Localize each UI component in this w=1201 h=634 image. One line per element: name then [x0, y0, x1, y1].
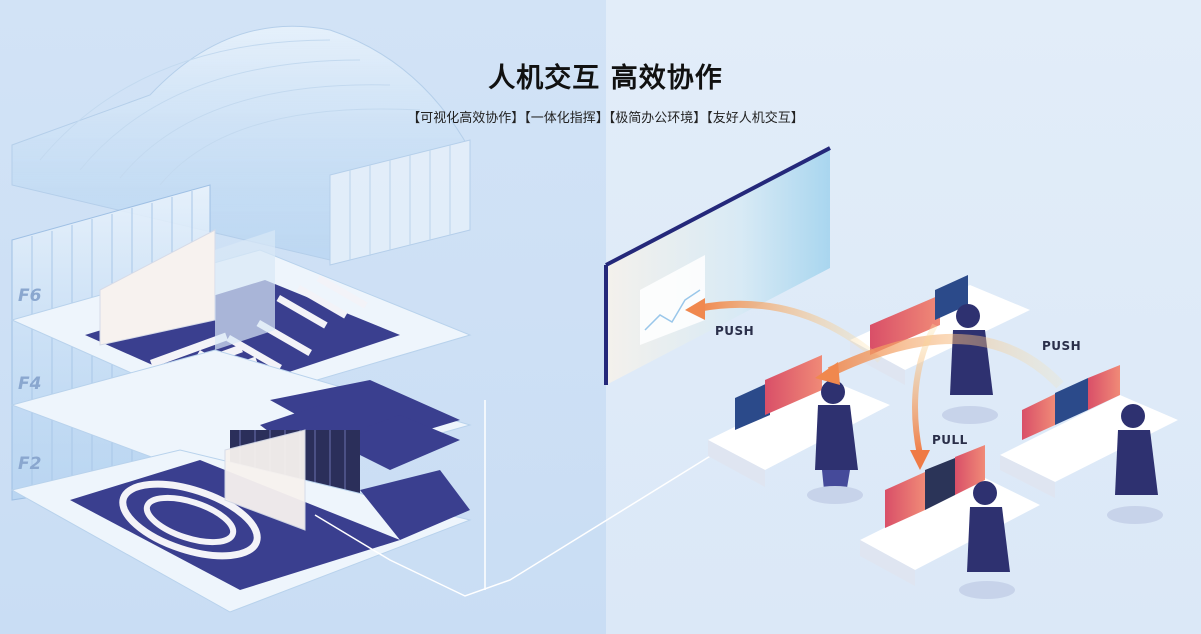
desk-bottom-center	[860, 445, 1040, 586]
floor-label: F6	[18, 286, 42, 306]
page-title: 人机交互 高效协作	[488, 63, 723, 94]
operator-figure	[1107, 404, 1163, 524]
operator-figure	[807, 380, 863, 504]
push-arrow-right	[815, 334, 1064, 389]
floor-f2-plate	[10, 429, 472, 613]
building-roof-arch	[11, 25, 471, 266]
floor-label: F2	[18, 454, 42, 474]
pull-label: PULL	[932, 433, 968, 447]
connector-line	[314, 449, 721, 597]
operator-figure	[942, 304, 998, 424]
push-arrow-left	[685, 298, 883, 363]
operator-figure	[959, 481, 1015, 599]
floor-label: F4	[18, 374, 42, 394]
page-subtitle: 【可视化高效协作】【一体化指挥】【极简办公环境】【友好人机交互】	[407, 111, 804, 126]
push-label: PUSH	[715, 324, 755, 338]
push-label: PUSH	[1042, 339, 1082, 353]
desk-back-right	[850, 275, 1030, 385]
desk-front-left	[708, 355, 890, 487]
wall-display-screen	[604, 146, 831, 385]
pull-arrow	[910, 323, 938, 470]
